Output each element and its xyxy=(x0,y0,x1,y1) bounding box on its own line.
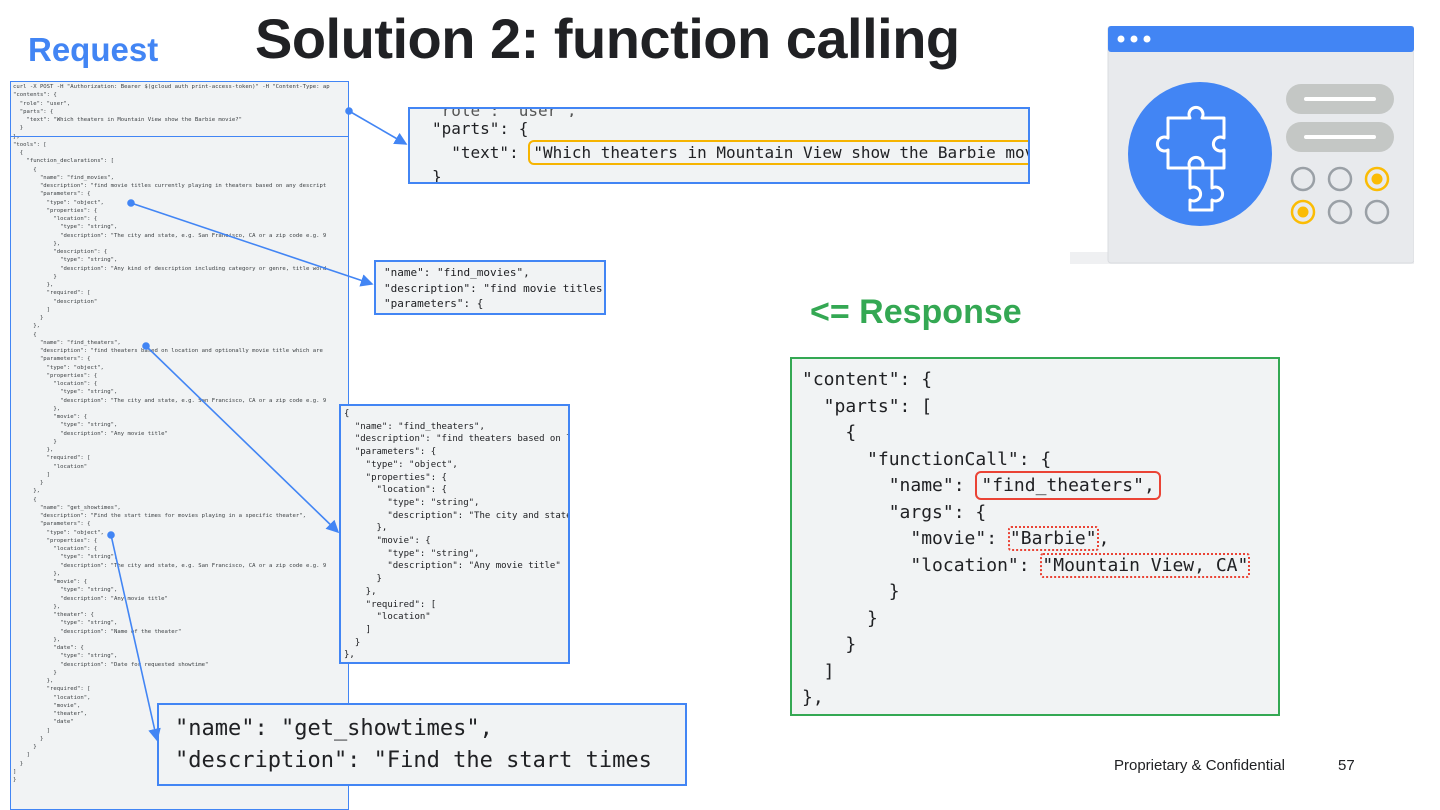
response-line: "functionCall": { xyxy=(802,448,1052,470)
response-label: <= Response xyxy=(810,293,1022,331)
response-key: "name": xyxy=(802,475,976,496)
zoom-line: "text": "Which theaters in Mountain View… xyxy=(432,140,1028,165)
footer-confidential: Proprietary & Confidential xyxy=(1114,757,1285,774)
user-query-highlight: "Which theaters in Mountain View show th… xyxy=(528,140,1028,165)
zoom-get-showtimes: "name": "get_showtimes", "description": … xyxy=(157,703,687,786)
response-key: "location": xyxy=(802,554,1041,576)
location-arg-highlight: "Mountain View, CA" xyxy=(1040,552,1251,578)
slide-title: Solution 2: function calling xyxy=(255,7,960,70)
request-code-panel: curl -X POST -H "Authorization: Bearer $… xyxy=(10,81,349,810)
radio-button-icon xyxy=(1364,199,1390,225)
radio-button-icon xyxy=(1364,166,1390,192)
zoom-user-parts: "role": "user", "parts": { "text": "Which… xyxy=(408,107,1030,184)
request-divider xyxy=(10,136,349,137)
response-key: "movie": xyxy=(802,528,1008,549)
zoom-text-key: "text": xyxy=(432,143,529,162)
response-line: ] xyxy=(802,660,835,682)
radio-button-icon xyxy=(1290,199,1316,225)
response-line: "args": { xyxy=(802,501,987,523)
movie-arg-highlight: "Barbie" xyxy=(1007,526,1099,551)
response-line: { xyxy=(802,422,857,443)
response-code-panel: "content": { "parts": [ { "functionCall"… xyxy=(790,357,1280,716)
browser-window-illustration xyxy=(1070,26,1414,264)
response-punct: , xyxy=(1098,528,1110,549)
zoom-find-theaters: { "name": "find_theaters", "description"… xyxy=(339,404,570,664)
zoom-cut-line: "role": "user", xyxy=(432,107,577,117)
page-number: 57 xyxy=(1338,757,1355,774)
puzzle-icon xyxy=(1155,105,1226,212)
radio-button-icon xyxy=(1290,166,1316,192)
radio-button-icon xyxy=(1327,199,1353,225)
response-line: } xyxy=(802,634,857,655)
response-line: } xyxy=(802,581,900,602)
zoom-line: } xyxy=(432,167,442,184)
response-line: "content": { xyxy=(802,369,933,390)
response-line: "location": "Mountain View, CA" xyxy=(802,552,1268,580)
response-line: "name": "find_theaters", xyxy=(802,471,1268,500)
arrow-user xyxy=(348,110,408,145)
radio-button-icon xyxy=(1327,166,1353,192)
zoom-find-movies: "name": "find_movies", "description": "f… xyxy=(374,260,606,315)
response-line: "movie": "Barbie", xyxy=(802,526,1268,553)
response-line: } xyxy=(802,607,878,629)
function-name-highlight: "find_theaters", xyxy=(975,471,1161,500)
response-line: }, xyxy=(802,687,824,708)
response-line: "parts": [ xyxy=(802,395,933,417)
request-label: Request xyxy=(28,31,159,68)
puzzle-badge xyxy=(1128,82,1272,226)
zoom-line: "parts": { xyxy=(432,119,529,138)
